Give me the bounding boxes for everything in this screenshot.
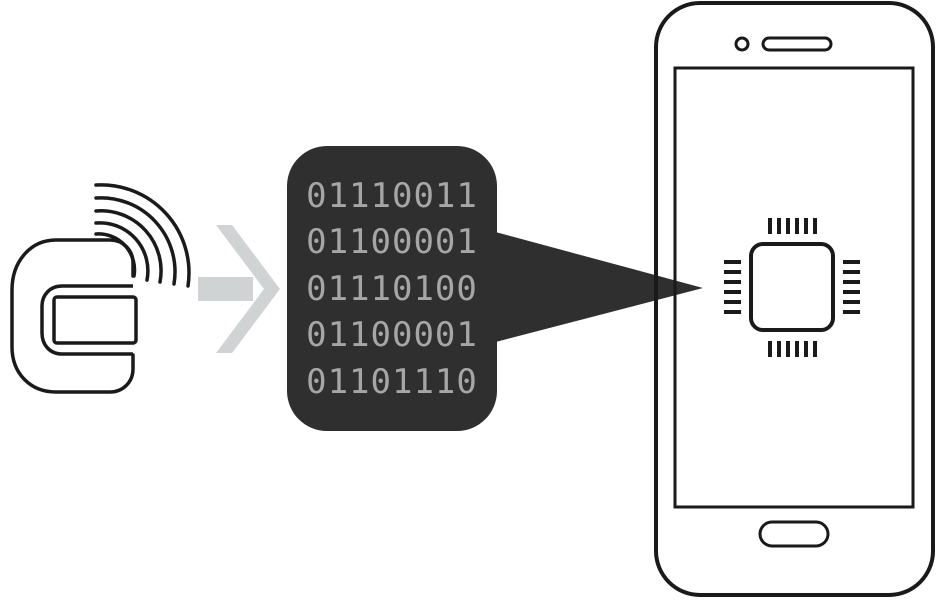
bubble-pointer — [488, 230, 703, 344]
nfc-tag-outer — [10, 238, 135, 394]
nfc-tag-chip — [52, 295, 138, 345]
smartphone-icon — [654, 1, 935, 597]
wireless-signal-icon — [94, 183, 191, 288]
phone-camera — [734, 36, 750, 52]
arrow-head — [216, 225, 280, 353]
bubble-body — [287, 146, 497, 431]
binary-line: 01110011 — [306, 176, 478, 216]
binary-line: 01101110 — [306, 362, 478, 402]
nfc-tag-icon — [10, 183, 191, 394]
binary-line: 01100001 — [306, 222, 478, 262]
phone-speaker — [761, 36, 833, 52]
cpu-chip-body — [749, 242, 835, 332]
arrow-right-icon — [198, 225, 280, 353]
binary-line: 01100001 — [306, 315, 478, 355]
binary-data-bubble: 01110011 01100001 01110100 01100001 0110… — [287, 146, 703, 431]
cpu-chip-icon — [724, 218, 860, 357]
arrow-shaft — [198, 277, 253, 301]
phone-home-button — [758, 520, 830, 548]
phone-body — [654, 1, 935, 597]
binary-line: 01110100 — [306, 269, 478, 309]
phone-screen — [673, 66, 915, 509]
cpu-chip-pins — [724, 218, 860, 357]
nfc-tag-inner — [40, 284, 133, 356]
